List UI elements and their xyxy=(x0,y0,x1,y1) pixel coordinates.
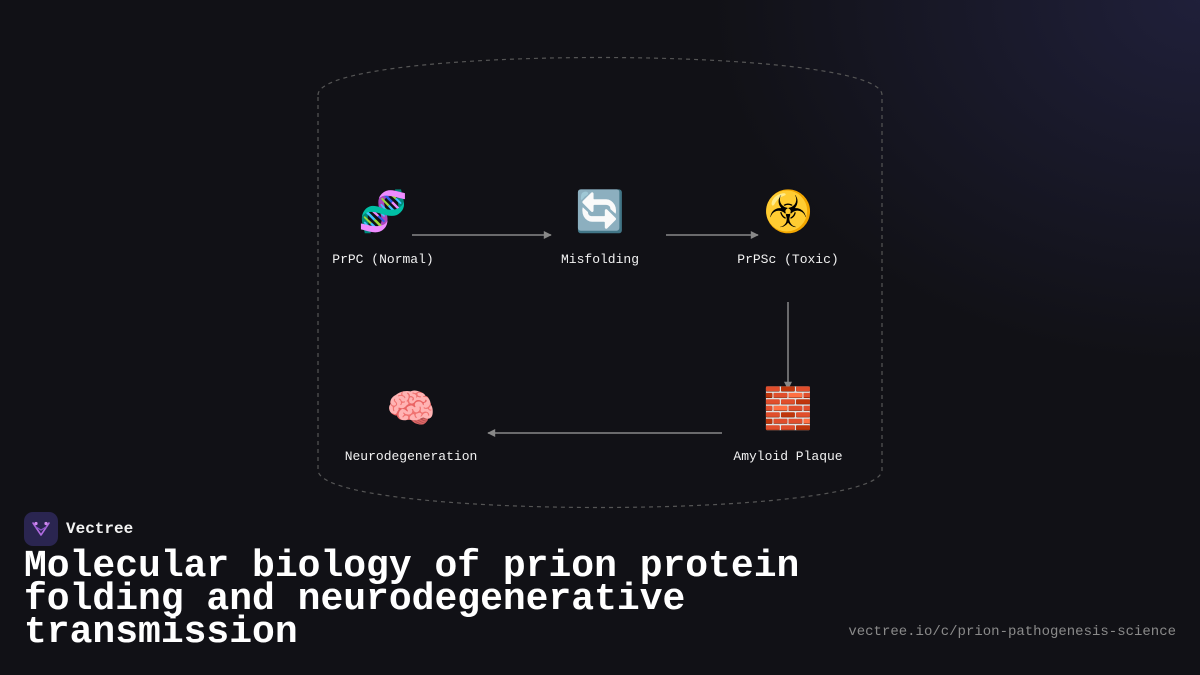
node-amyloid-plaque: 🧱 Amyloid Plaque xyxy=(708,385,868,464)
brand: Vectree xyxy=(24,512,133,546)
node-neurodegeneration-label: Neurodegeneration xyxy=(344,449,478,464)
dna-icon: 🧬 xyxy=(358,189,408,235)
node-prpsc: ☣️ PrPSc (Toxic) xyxy=(708,188,868,267)
page-title: Molecular biology of prion protein foldi… xyxy=(24,545,800,654)
node-prpc: 🧬 PrPC (Normal) xyxy=(303,188,463,267)
brain-icon: 🧠 xyxy=(386,386,436,432)
node-misfolding-label: Misfolding xyxy=(560,252,639,267)
brand-name: Vectree xyxy=(66,520,134,538)
source-url: vectree.io/c/prion-pathogenesis-science xyxy=(848,624,1176,640)
cylinder-boundary xyxy=(317,56,883,509)
biohazard-icon: ☣️ xyxy=(763,189,813,235)
node-misfolding: 🔄 Misfolding xyxy=(520,188,680,267)
cycle-arrows-icon: 🔄 xyxy=(575,189,625,235)
vectree-logo-icon xyxy=(24,512,58,546)
node-amyloid-plaque-label: Amyloid Plaque xyxy=(733,449,843,464)
node-prpsc-label: PrPSc (Toxic) xyxy=(737,252,839,267)
brick-wall-icon: 🧱 xyxy=(763,386,813,432)
node-prpc-label: PrPC (Normal) xyxy=(332,252,434,267)
node-neurodegeneration: 🧠 Neurodegeneration xyxy=(331,385,491,464)
